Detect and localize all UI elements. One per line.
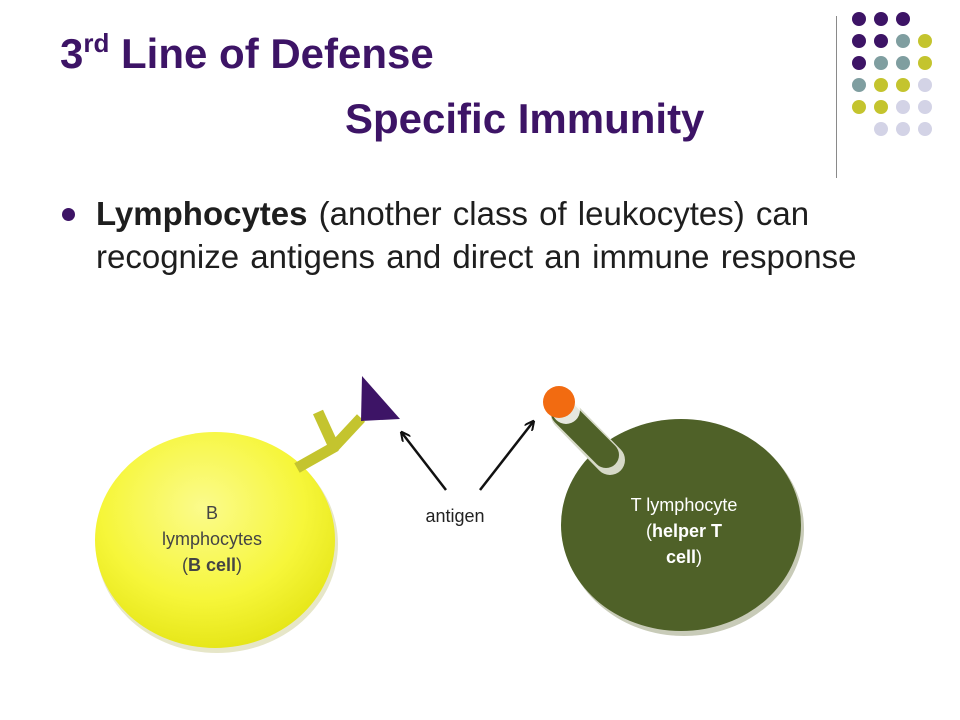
decorative-dot [896, 122, 910, 136]
title-number: 3 [60, 30, 84, 77]
decorative-dot [918, 122, 932, 136]
decorative-dot [852, 56, 866, 70]
b-cell-bold: B cell [187, 555, 237, 575]
decorative-dot [852, 78, 866, 92]
t-cell-label-line1: T lymphocyte [630, 495, 738, 515]
t-cell-bold-2: cell [665, 547, 697, 567]
decorative-dot [874, 78, 888, 92]
bullet-point: Lymphocytes (another class of leukocytes… [62, 192, 942, 278]
b-cell [95, 432, 335, 648]
t-cell-label-line3: cell) [596, 544, 772, 570]
t-cell-paren-open: ( [645, 521, 652, 541]
decorative-dot [874, 34, 888, 48]
slide-title-line2: Specific Immunity [345, 95, 705, 142]
decorative-dot [918, 34, 932, 48]
bullet-body: (another class of leukocytes) can recogn… [96, 195, 857, 275]
decorative-dot [874, 56, 888, 70]
t-cell-bold-1: helper T [651, 521, 722, 541]
decorative-dot [852, 34, 866, 48]
antigen-label: antigen [425, 506, 485, 526]
decorative-dot [918, 100, 932, 114]
decorative-dot [896, 78, 910, 92]
vertical-divider [836, 16, 837, 178]
decorative-dot [874, 12, 888, 26]
arrow-to-circle-icon [479, 422, 533, 491]
t-cell-label-line2: (helper T [596, 518, 772, 544]
decorative-dot-grid [848, 10, 948, 160]
arrow-to-triangle-icon [402, 433, 447, 491]
b-cell-label-line1: B [205, 503, 218, 523]
title-superscript: rd [83, 28, 110, 58]
b-cell-label-line3: (B cell) [132, 552, 292, 578]
decorative-dot [852, 12, 866, 26]
bullet-icon [62, 208, 75, 221]
decorative-dot [874, 100, 888, 114]
bullet-bold-term: Lymphocytes [96, 195, 308, 232]
b-cell-label: B lymphocytes (B cell) [132, 500, 292, 578]
decorative-dot [896, 56, 910, 70]
b-cell-paren-close: ) [236, 555, 243, 575]
decorative-dot [874, 122, 888, 136]
bullet-text: Lymphocytes (another class of leukocytes… [96, 192, 942, 278]
decorative-dot [852, 100, 866, 114]
decorative-dot [918, 56, 932, 70]
decorative-dot [896, 100, 910, 114]
t-cell-label: T lymphocyte (helper T cell) [596, 492, 772, 570]
antigen-triangle-icon [361, 376, 400, 421]
t-cell [561, 419, 801, 631]
decorative-dot [918, 78, 932, 92]
antibody-receptor-icon [294, 409, 366, 473]
b-cell-paren-open: ( [181, 555, 188, 575]
title-rest: Line of Defense [109, 30, 434, 77]
antigen-circle-icon [543, 386, 575, 418]
decorative-dot [896, 34, 910, 48]
b-cell-label-line2: lymphocytes [161, 529, 263, 549]
t-cell-paren-close: ) [696, 547, 703, 567]
decorative-dot [896, 12, 910, 26]
slide-title-line1: 3rd Line of Defense [60, 30, 434, 78]
